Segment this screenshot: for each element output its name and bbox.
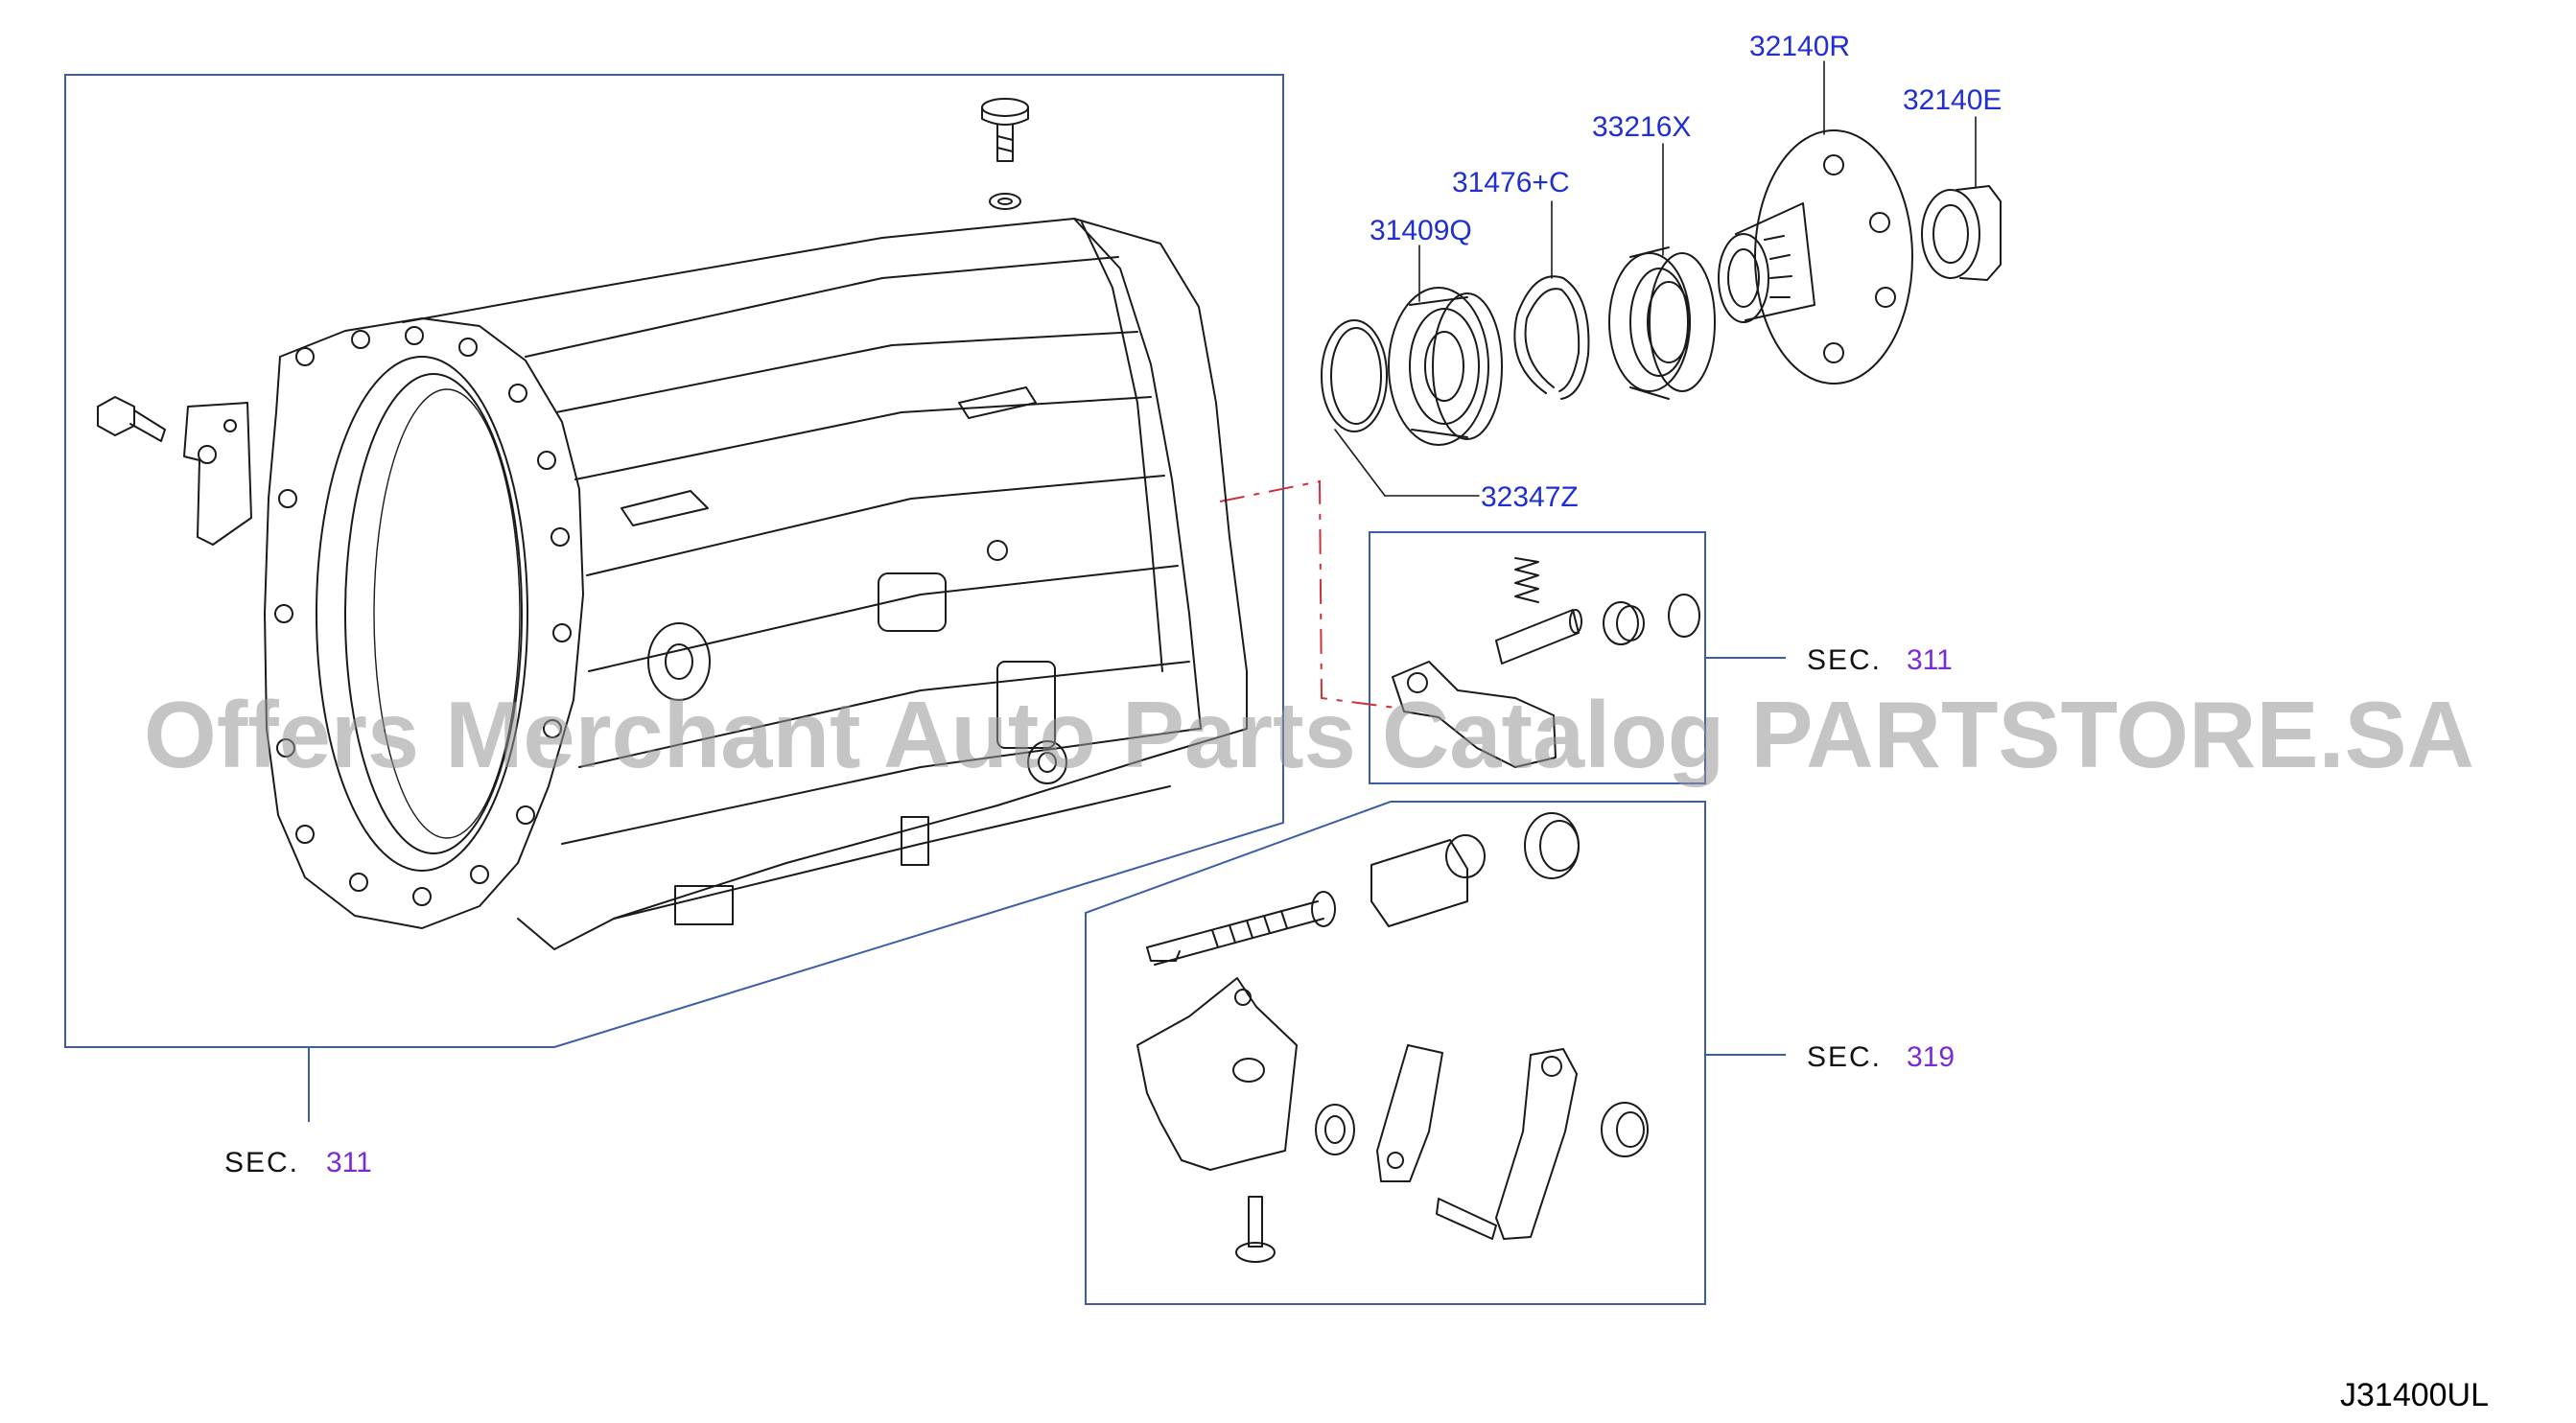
seal-33216X [1608, 246, 1716, 400]
part-label-31409Q[interactable]: 31409Q [1370, 215, 1472, 246]
part-label-33216X[interactable]: 33216X [1592, 111, 1691, 143]
part-label-32347Z[interactable]: 32347Z [1481, 481, 1579, 513]
bracket-with-bolt [97, 396, 252, 546]
part-label-31476C[interactable]: 31476+C [1452, 167, 1570, 198]
snap-ring-31476C [1513, 275, 1590, 400]
section-prefix-control: SEC. [1807, 644, 1882, 676]
linkage-parts-frame [1085, 801, 1706, 1305]
part-label-32140E[interactable]: 32140E [1903, 84, 2002, 116]
ring-32347Z-leader-arm [1334, 429, 1386, 497]
section-prefix-housing: SEC. [224, 1147, 299, 1178]
control-parts [1392, 557, 1700, 768]
watermark-text: Offers Merchant Auto Parts Catalog PARTS… [144, 682, 2474, 787]
part-label-32140R[interactable]: 32140R [1749, 31, 1850, 62]
drain-plug [981, 98, 1029, 210]
housing-frame [64, 74, 1284, 1048]
section-link-319[interactable]: 319 [1907, 1041, 1955, 1073]
nut-32140E [1921, 185, 2002, 281]
transmission-housing [264, 218, 1248, 950]
bearing-31409Q [1388, 287, 1503, 446]
section-link-311-housing[interactable]: 311 [326, 1147, 372, 1178]
alignment-guide-line [1219, 479, 1396, 709]
diagram-id: J31400UL [2340, 1377, 2489, 1413]
section-link-311-control[interactable]: 311 [1907, 644, 1953, 676]
section-prefix-linkage: SEC. [1807, 1041, 1882, 1073]
o-ring-32347Z [1321, 319, 1388, 432]
flange-32140R [1718, 129, 1913, 385]
linkage-parts [1136, 812, 1649, 1263]
